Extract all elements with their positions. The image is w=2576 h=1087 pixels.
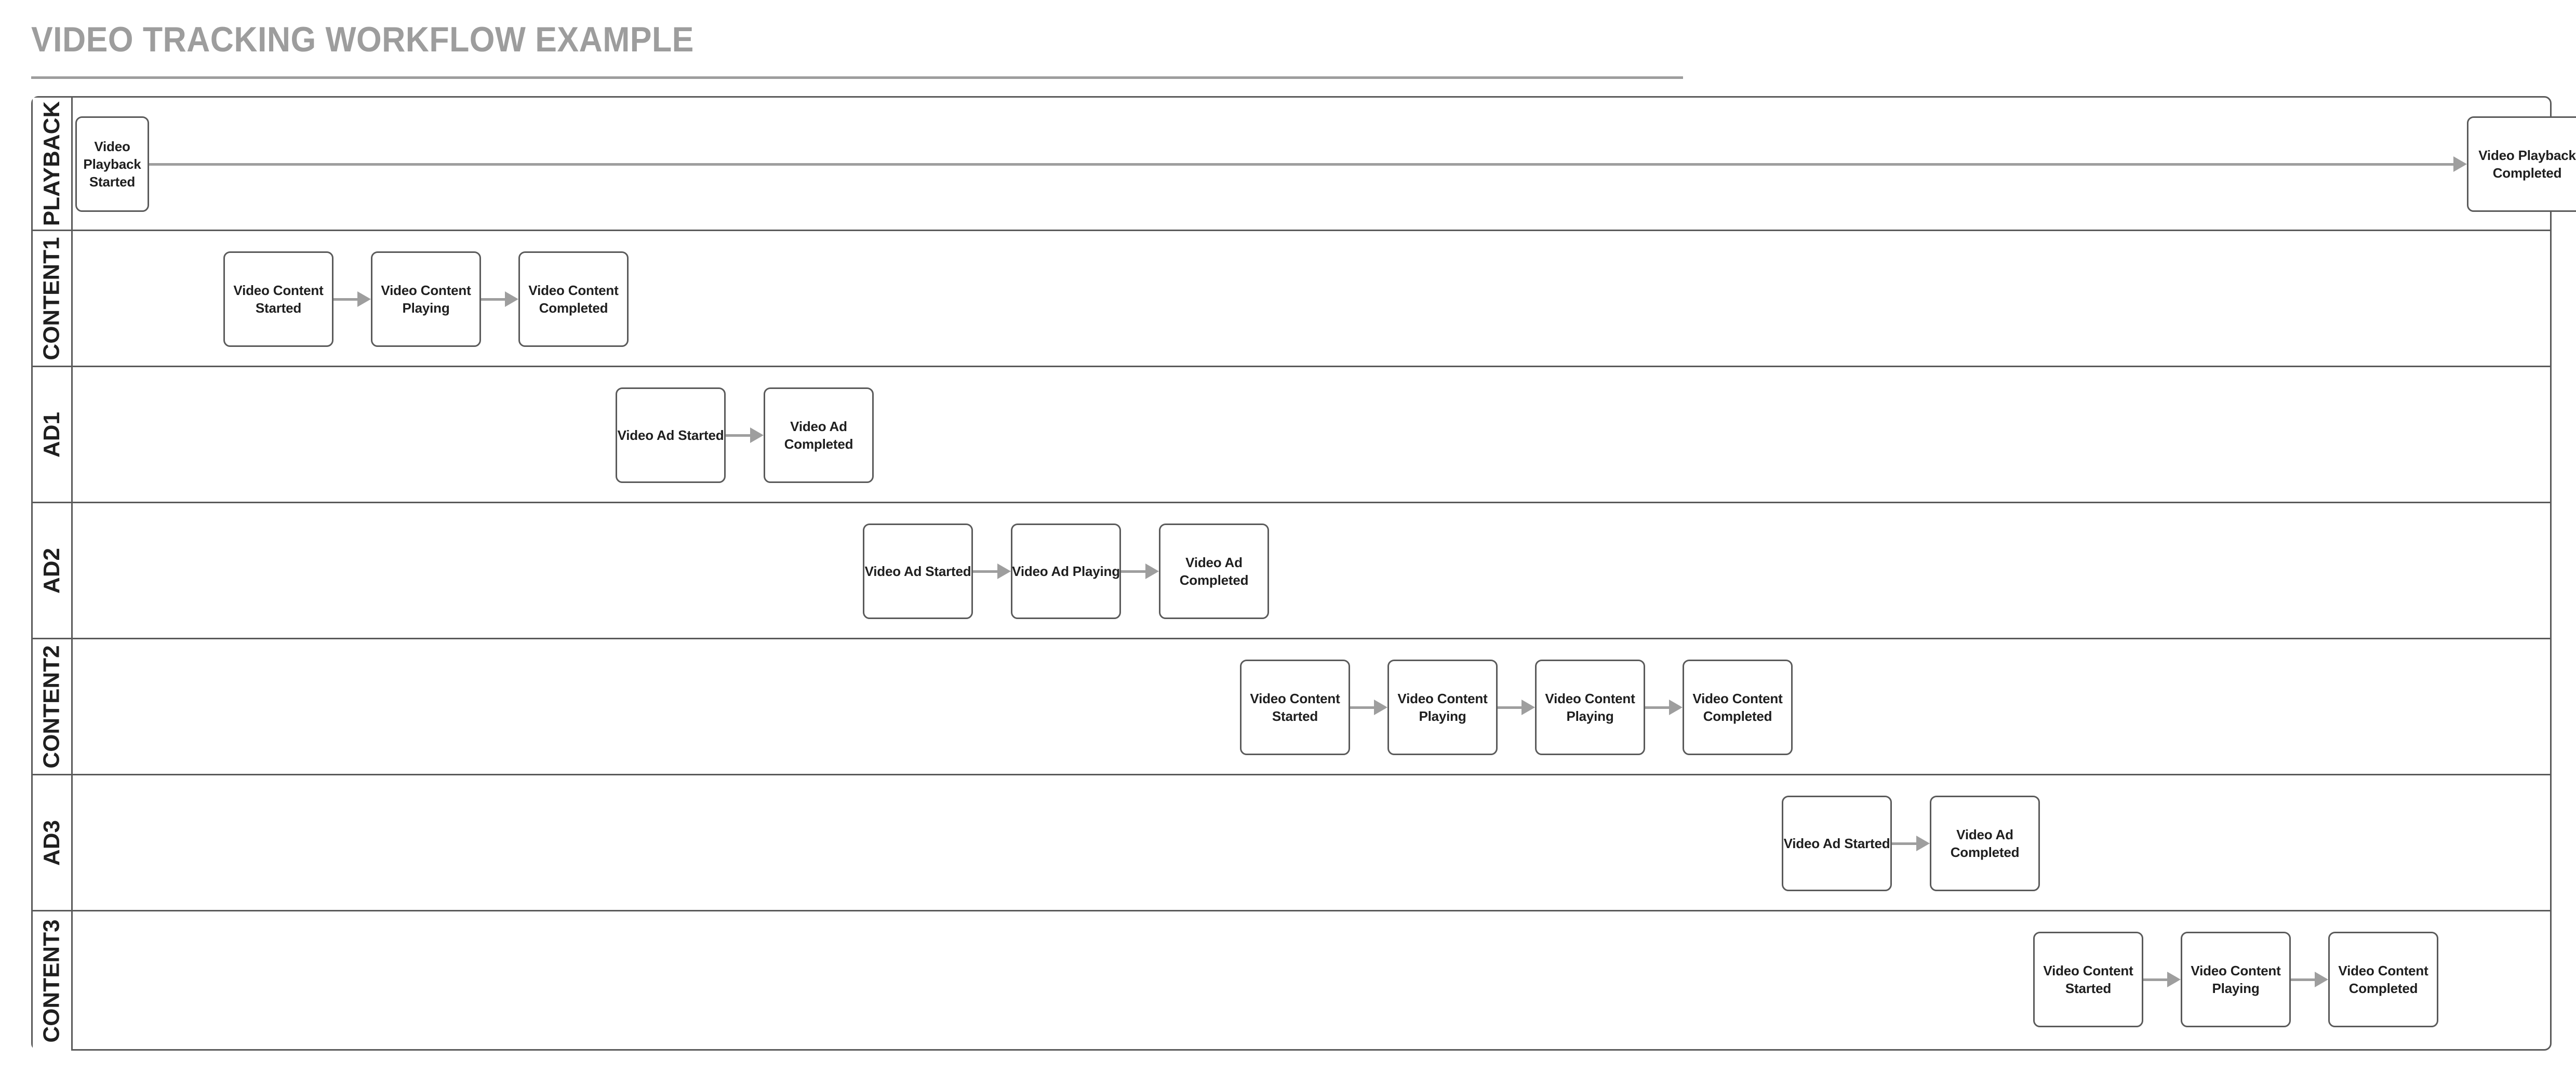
flow-node-label: Video Content Playing [381,282,471,316]
connector-line [973,570,999,573]
connector-line [149,163,2455,166]
page-title: VIDEO TRACKING WORKFLOW EXAMPLE [31,20,694,59]
arrowhead-icon [2315,972,2328,987]
connector-line [481,298,507,301]
connector-line [726,434,752,437]
flow-node[interactable]: Video Ad Completed [1159,524,1269,619]
lane-label: CONTENT2 [39,645,64,769]
lane-body-content1: Video Content Started Video Content Playi… [73,231,2550,366]
flow-node-label: Video Ad Playing [1012,563,1120,579]
lane-body-ad2: Video Ad Started Video Ad Playing Video Ad… [73,503,2550,638]
flow-node[interactable]: Video Content Playing [1387,660,1498,755]
lane-header-content2: CONTENT2 [33,639,73,774]
flow-node-label: Video Content Started [1250,690,1340,724]
lane-label: CONTENT3 [39,919,64,1043]
connector-line [1121,570,1147,573]
lane-label: AD1 [39,411,64,458]
flow-node[interactable]: Video Ad Playing [1011,524,1121,619]
flow-node-label: Video Content Playing [1545,690,1635,724]
lane-label: CONTENT1 [39,236,64,360]
flow-node[interactable]: Video Content Playing [2181,932,2291,1027]
flow-node[interactable]: Video Content Completed [2328,932,2438,1027]
arrowhead-icon [1916,836,1930,851]
flow-node-label: Video Playback Completed [2478,147,2576,181]
connector-line [1350,706,1376,709]
flow-node-label: Video Ad Started [864,563,971,579]
flow-node-label: Video Content Started [2043,962,2133,996]
arrowhead-icon [750,427,764,443]
arrowhead-icon [1374,700,1387,715]
flow-node-label: Video Ad Completed [1950,826,2020,860]
flow-node[interactable]: Video Content Playing [1535,660,1645,755]
connector-line [1892,842,1918,845]
arrowhead-icon [2453,156,2467,172]
flow-node[interactable]: Video Content Started [1240,660,1350,755]
title-divider [31,76,1683,79]
flow-node-label: Video Content Started [233,282,324,316]
lane-header-playback: PLAYBACK [33,98,73,230]
swimlane-ad3: AD3 Video Ad Started Video Ad Completed [33,775,2550,911]
flow-node[interactable]: Video Content Completed [518,251,629,347]
lane-header-ad3: AD3 [33,775,73,910]
lane-body-content2: Video Content Started Video Content Playi… [73,639,2550,774]
flow-node-label: Video Playback Started [83,138,141,190]
flow-node[interactable]: Video Playback Completed [2467,116,2576,212]
flow-node[interactable]: Video Ad Completed [764,387,874,483]
arrowhead-icon [1521,700,1535,715]
lane-label: AD3 [39,820,64,866]
lane-header-content3: CONTENT3 [33,911,73,1051]
arrowhead-icon [2167,972,2181,987]
flow-node-label: Video Content Completed [1692,690,1783,724]
flow-node-label: Video Ad Started [617,427,724,443]
connector-line [1498,706,1524,709]
flow-node-label: Video Content Playing [2191,962,2281,996]
lane-header-ad1: AD1 [33,367,73,502]
lane-header-ad2: AD2 [33,503,73,638]
flow-node[interactable]: Video Content Started [223,251,333,347]
swimlane-ad1: AD1 Video Ad Started Video Ad Completed [33,367,2550,503]
flow-node-label: Video Ad Completed [1179,554,1249,588]
flow-node[interactable]: Video Content Playing [371,251,481,347]
connector-line [1645,706,1671,709]
flow-node-label: Video Content Completed [528,282,619,316]
lane-label: PLAYBACK [39,101,65,226]
flow-node[interactable]: Video Playback Started [75,116,149,212]
flow-node-label: Video Content Playing [1397,690,1488,724]
flow-node[interactable]: Video Ad Completed [1930,796,2040,891]
connector-line [2143,978,2169,981]
lane-header-content1: CONTENT1 [33,231,73,366]
arrowhead-icon [1669,700,1683,715]
flow-node[interactable]: Video Ad Started [616,387,726,483]
title-block: VIDEO TRACKING WORKFLOW EXAMPLE [31,20,1688,79]
flow-node-label: Video Content Completed [2338,962,2428,996]
lane-body-ad3: Video Ad Started Video Ad Completed [73,775,2550,910]
flow-node[interactable]: Video Content Completed [1683,660,1793,755]
lane-body-content3: Video Content Started Video Content Playi… [73,911,2550,1051]
flow-node[interactable]: Video Ad Started [863,524,973,619]
flow-node-label: Video Ad Completed [784,418,853,452]
arrowhead-icon [505,291,518,307]
flow-node-label: Video Ad Started [1783,835,1890,851]
connector-line [2291,978,2317,981]
lane-body-playback: Video Playback Started Video Playback Com… [73,98,2576,230]
flow-node[interactable]: Video Content Started [2033,932,2143,1027]
flow-node[interactable]: Video Ad Started [1782,796,1892,891]
arrowhead-icon [1145,563,1159,579]
arrowhead-icon [997,563,1011,579]
lane-label: AD2 [39,547,64,594]
connector-line [333,298,359,301]
arrowhead-icon [357,291,371,307]
lane-body-ad1: Video Ad Started Video Ad Completed [73,367,2550,502]
